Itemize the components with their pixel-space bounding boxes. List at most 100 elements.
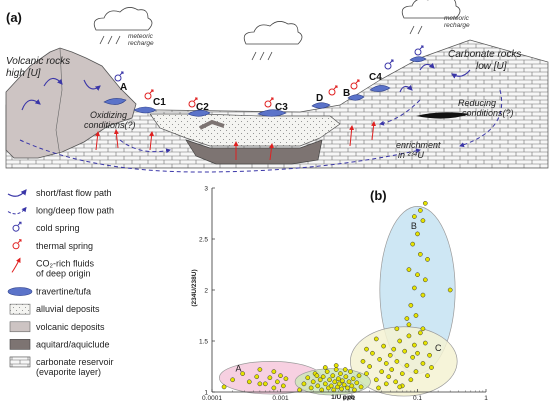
y-tick-label: 1 xyxy=(204,389,208,396)
data-point xyxy=(412,285,417,291)
volcanic-rocks-sublabel: high [U] xyxy=(6,68,41,79)
data-point xyxy=(427,352,432,358)
data-point xyxy=(230,377,235,383)
data-point xyxy=(271,385,277,391)
data-point xyxy=(399,371,405,376)
legend-label: cold spring xyxy=(36,223,80,233)
data-point xyxy=(336,376,341,382)
data-point xyxy=(408,302,414,308)
y-tick-label: 1.5 xyxy=(199,338,208,345)
legend-item: volcanic deposits xyxy=(9,321,105,333)
data-point xyxy=(387,352,393,358)
legend-item: short/fast flow path xyxy=(7,188,112,198)
reducing-label: Reducing xyxy=(458,98,496,108)
svg-text:meteoric: meteoric xyxy=(444,15,470,22)
aquitard-layer xyxy=(185,139,323,165)
cross-section-panel: (a) meteoric recharge meteoric recharge xyxy=(5,0,549,173)
data-point xyxy=(404,363,410,368)
legend-item: carbonate reservoir(evaporite layer) xyxy=(9,356,114,377)
svg-text:meteoric: meteoric xyxy=(128,33,154,40)
svg-text:recharge: recharge xyxy=(444,22,470,29)
enrichment-sublabel: in ²³⁴U xyxy=(398,150,424,160)
data-point xyxy=(348,369,353,374)
x-tick-label: 0.1 xyxy=(413,395,422,402)
data-point xyxy=(257,381,263,387)
data-point xyxy=(254,374,260,380)
data-point xyxy=(447,287,453,293)
legend: short/fast flow path long/deep flow path c… xyxy=(7,188,114,377)
site-label-c1: C1 xyxy=(153,97,166,108)
cloud-left-icon: meteoric recharge xyxy=(93,7,154,47)
data-point xyxy=(408,377,414,383)
data-point xyxy=(406,322,412,328)
data-point xyxy=(271,369,277,374)
legend-label: long/deep flow path xyxy=(36,206,114,216)
data-point xyxy=(275,379,280,385)
travertine-icon xyxy=(7,287,33,296)
data-point xyxy=(415,350,420,356)
data-point xyxy=(394,326,400,332)
data-point xyxy=(420,361,426,366)
legend-label: short/fast flow path xyxy=(36,188,112,198)
volcanic-massif xyxy=(5,47,137,159)
enrichment-label: enrichment xyxy=(396,140,441,150)
data-point xyxy=(402,348,408,354)
data-point xyxy=(345,385,350,391)
data-point xyxy=(364,371,369,376)
data-point xyxy=(383,361,389,366)
data-point xyxy=(322,381,328,387)
data-point xyxy=(310,379,316,385)
data-point xyxy=(315,383,321,389)
carbonate-rocks-label: Carbonate rocks xyxy=(448,49,521,60)
site-label-b: B xyxy=(343,88,350,99)
data-point xyxy=(406,333,412,339)
cold-spring-icon xyxy=(114,45,424,82)
legend-label: carbonate reservoir xyxy=(36,357,114,367)
data-point xyxy=(394,359,400,364)
data-point xyxy=(415,231,420,237)
data-point xyxy=(332,379,338,385)
legend-label: aquitard/aquiclude xyxy=(36,339,110,349)
y-tick-label: 2 xyxy=(204,287,208,294)
data-point xyxy=(381,343,386,349)
data-point xyxy=(417,251,423,257)
x-tick-label: 1 xyxy=(484,395,488,402)
legend-sublabel: of deep origin xyxy=(36,268,91,278)
data-point xyxy=(420,292,426,298)
long-flow-icon xyxy=(7,206,27,215)
data-point xyxy=(341,382,347,388)
co2-fluid-paths xyxy=(95,121,377,161)
panel-b-label: (b) xyxy=(370,188,387,203)
data-point xyxy=(383,381,389,387)
data-point xyxy=(373,336,379,342)
legend-item: alluvial deposits xyxy=(9,303,100,315)
data-point xyxy=(406,267,412,272)
svg-text:recharge: recharge xyxy=(128,40,154,47)
site-label-a: A xyxy=(120,82,127,93)
data-point xyxy=(343,374,349,380)
data-point xyxy=(305,375,311,381)
data-point xyxy=(412,214,417,219)
legend-label: CO₂-rich fluids xyxy=(36,258,95,268)
cloud-right-icon: meteoric recharge xyxy=(401,0,470,35)
legend-label: alluvial deposits xyxy=(36,304,100,314)
group-label: A xyxy=(235,364,241,374)
data-point xyxy=(354,380,360,386)
data-point xyxy=(336,381,342,387)
site-label-c3: C3 xyxy=(275,102,288,113)
data-point xyxy=(322,365,328,370)
data-point xyxy=(221,384,227,390)
data-point xyxy=(425,373,430,379)
oxidizing-sublabel: conditions(?) xyxy=(84,120,136,130)
data-point xyxy=(413,369,419,374)
x-axis-label: 1/U ppb xyxy=(331,394,355,401)
x-tick-label: 0.001 xyxy=(272,395,289,402)
x-tick-label: 0.0001 xyxy=(202,395,222,402)
carbonate-rocks-sublabel: low [U] xyxy=(476,61,507,72)
data-point xyxy=(413,313,419,318)
data-point xyxy=(308,385,314,391)
travertine-deposits xyxy=(103,56,427,117)
